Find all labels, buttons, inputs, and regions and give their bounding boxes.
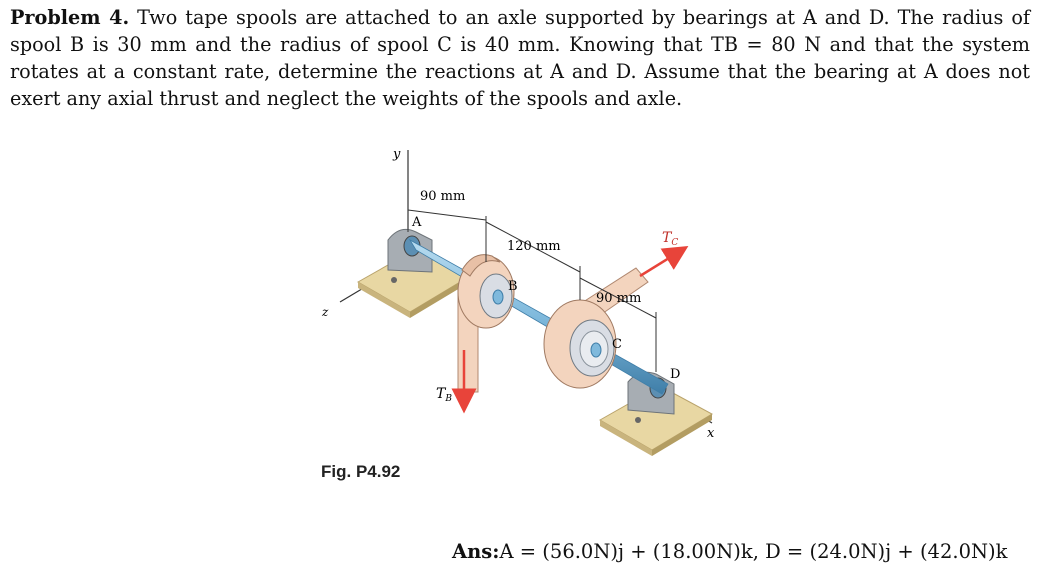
force-tb-label: TB	[436, 386, 452, 404]
answer: Ans:A = (56.0N)j + (18.00N)k, D = (24.0N…	[452, 540, 1007, 563]
problem-statement: Problem 4. Two tape spools are attached …	[10, 4, 1030, 112]
dim-bc-label: 120 mm	[507, 239, 561, 254]
dim-cd-label: 90 mm	[596, 291, 641, 306]
answer-prefix: Ans:	[452, 540, 500, 563]
bearing-d-base-side2	[652, 414, 712, 456]
z-axis-label: z	[321, 305, 329, 319]
spool-c-hub	[590, 342, 602, 358]
point-c-label: C	[612, 337, 622, 352]
spool-b-hub	[492, 289, 504, 305]
point-b-label: B	[508, 279, 518, 294]
figure-caption: Fig. P4.92	[321, 462, 401, 481]
force-tc-label: TC	[662, 230, 678, 248]
point-d-label: D	[670, 367, 680, 382]
dim-ab-label: 90 mm	[420, 189, 465, 204]
force-tc-symbol: T	[662, 230, 673, 246]
bearing-d-base-side	[600, 420, 652, 456]
dim-bc-line	[485, 221, 581, 273]
bearing-a-bolt	[391, 277, 397, 283]
y-axis-label: y	[392, 147, 401, 162]
bearing-a-base-side	[358, 282, 410, 318]
force-tc-subscript: C	[671, 238, 678, 248]
point-a-label: A	[411, 215, 422, 230]
bearing-d-bolt	[635, 417, 641, 423]
problem-label: Problem 4.	[10, 6, 130, 29]
force-tb-symbol: T	[436, 386, 447, 402]
answer-text: A = (56.0N)j + (18.00N)k, D = (24.0N)j +…	[499, 540, 1008, 563]
axle	[408, 238, 669, 395]
x-axis-label: x	[707, 426, 715, 441]
force-tb-subscript: B	[444, 394, 452, 404]
problem-text: Two tape spools are attached to an axle …	[10, 6, 1030, 110]
dim-cd-line	[579, 277, 657, 319]
spool-b-tape-top	[461, 254, 501, 277]
dim-ab-line	[407, 209, 487, 221]
bearing-a-base-side2	[410, 276, 470, 318]
force-tc-arrow	[639, 246, 689, 278]
